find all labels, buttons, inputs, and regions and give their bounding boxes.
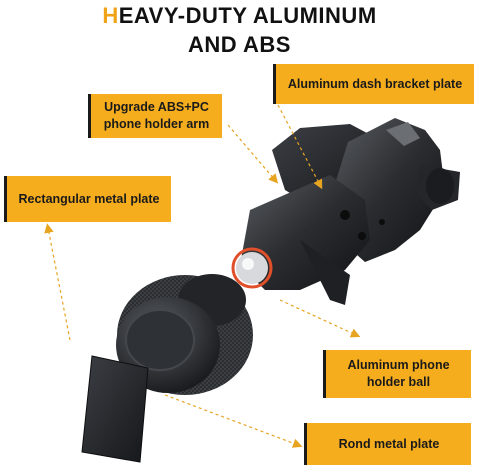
- leader-rect-plate: [44, 223, 71, 341]
- label-ball-line-2: holder ball: [366, 375, 431, 389]
- label-aluminum-dash-bracket-plate: Aluminum dash bracket plate: [273, 64, 474, 104]
- label-aluminum-phone-holder-ball: Aluminum phone holder ball: [323, 350, 471, 398]
- label-arm-line-2: phone holder arm: [103, 117, 210, 131]
- leader-ball: [279, 299, 361, 338]
- title-accent-letter: H: [102, 3, 119, 28]
- leader-arm: [227, 124, 279, 184]
- title-line-1-text: EAVY-DUTY ALUMINUM: [118, 3, 377, 28]
- rectangular-metal-plate: [81, 355, 149, 463]
- label-rect-text: Rectangular metal plate: [18, 191, 160, 206]
- label-ball-line-1: Aluminum phone: [347, 358, 450, 372]
- label-rond-text: Rond metal plate: [338, 436, 440, 451]
- leader-rond-plate: [164, 394, 303, 448]
- label-upgrade-abs-pc-arm: Upgrade ABS+PC phone holder arm: [88, 94, 222, 138]
- page-title-line-2: AND ABS: [188, 32, 291, 57]
- label-rond-metal-plate: Rond metal plate: [304, 423, 471, 465]
- label-arm-line-1: Upgrade ABS+PC: [104, 100, 209, 114]
- label-dash-text: Aluminum dash bracket plate: [287, 76, 463, 91]
- holder-arm: [240, 175, 370, 290]
- label-rectangular-metal-plate: Rectangular metal plate: [4, 176, 171, 222]
- page-title-line-1: HEAVY-DUTY ALUMINUM: [0, 3, 479, 29]
